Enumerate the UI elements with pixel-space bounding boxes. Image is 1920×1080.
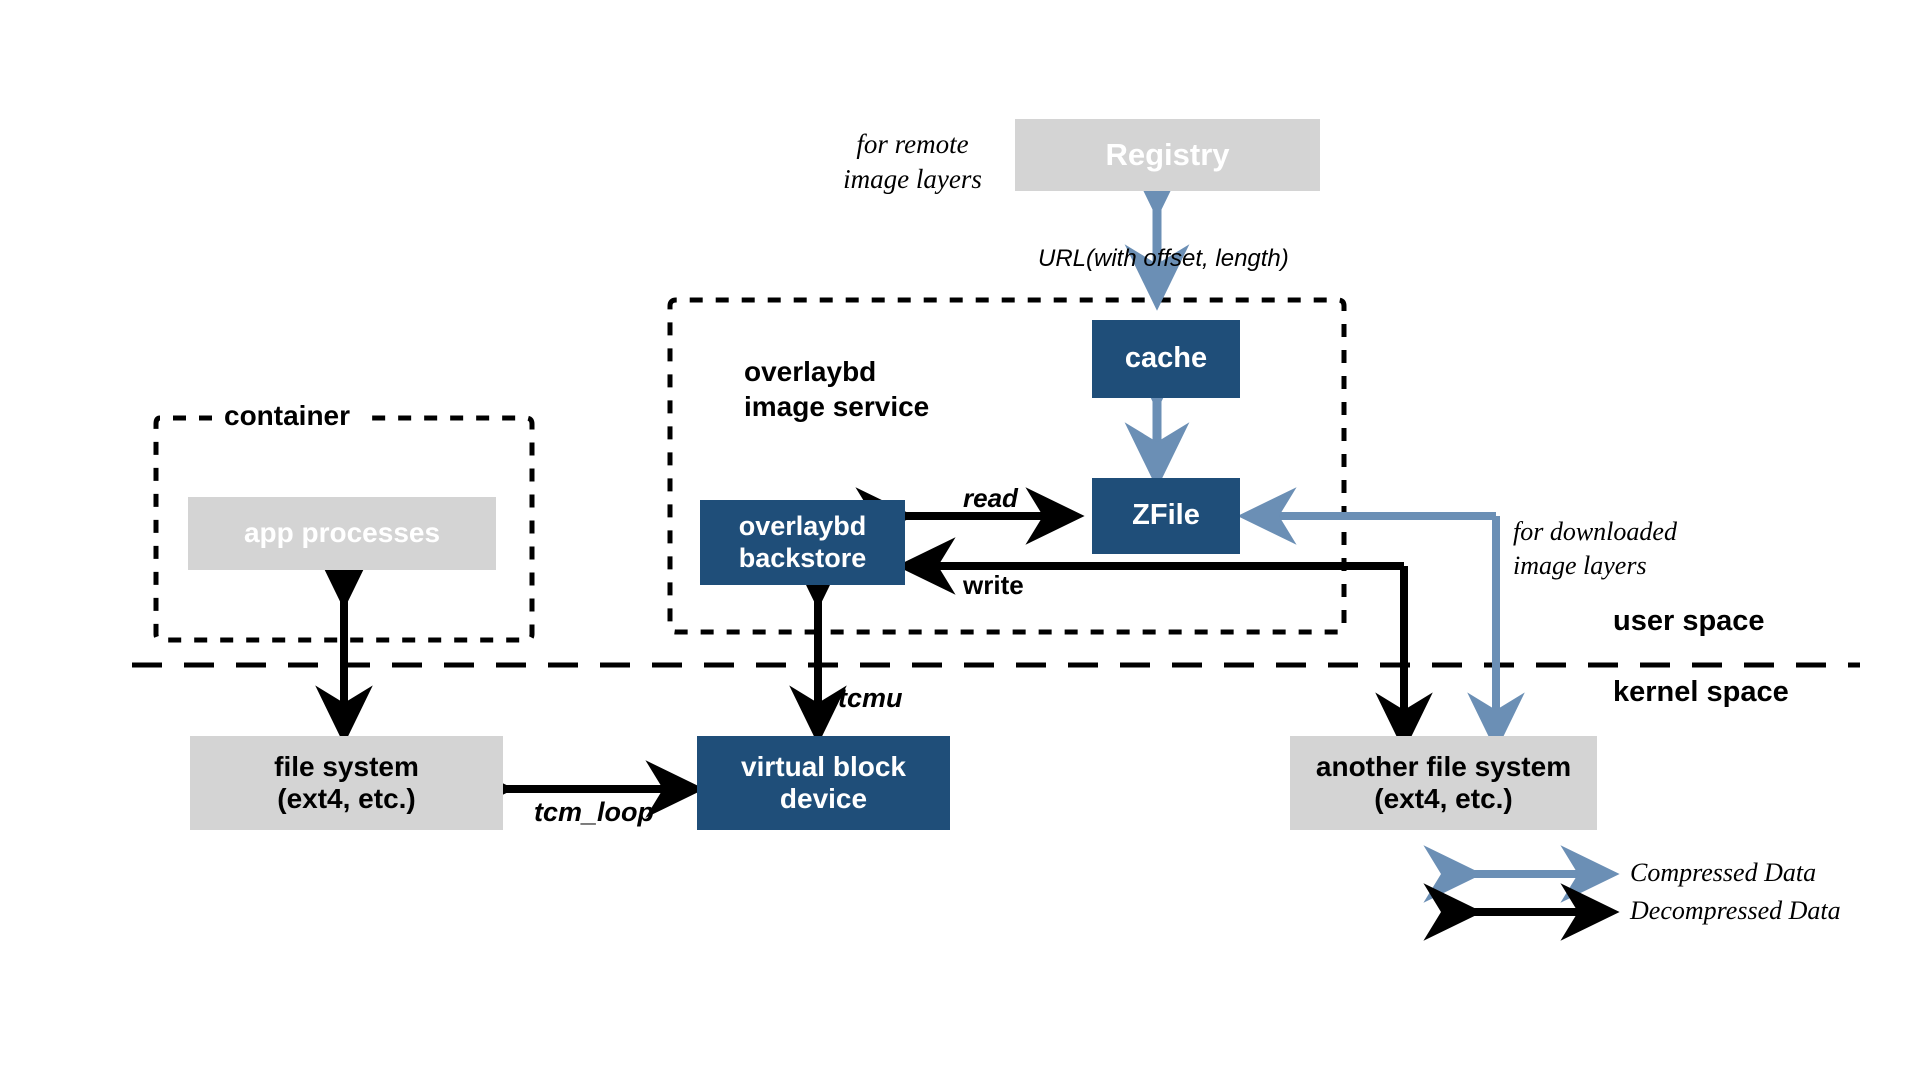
node-zfile-label: ZFile (1132, 499, 1200, 532)
overlaybd-service-group-label: overlaybd image service (744, 354, 929, 424)
label-user-space: user space (1613, 605, 1765, 638)
annotation-write-text: write (963, 570, 1024, 600)
legend-label-decompressed: Decompressed Data (1630, 896, 1841, 926)
arrow-downloaded-layers (1250, 512, 1500, 740)
label-user-space-text: user space (1613, 605, 1765, 637)
node-zfile[interactable]: ZFile (1092, 478, 1240, 554)
legend-label-compressed: Compressed Data (1630, 858, 1816, 888)
node-file-system-label-line1: file system (274, 750, 419, 782)
node-file-system-label-line2: (ext4, etc.) (277, 783, 416, 814)
node-cache[interactable]: cache (1092, 320, 1240, 398)
node-registry[interactable]: Registry (1015, 119, 1320, 191)
container-group-border (153, 415, 535, 643)
annotation-url-label-text: URL(with offset, length) (1038, 245, 1289, 272)
annotation-for-downloaded-line2: image layers (1513, 550, 1647, 580)
node-virtual-block-device-label-line1: virtual block (741, 750, 906, 782)
annotation-for-remote-image-layers: for remote image layers (820, 127, 1005, 197)
annotation-tcm-loop: tcm_loop (534, 797, 654, 828)
node-registry-label: Registry (1105, 137, 1230, 173)
node-virtual-block-device-label-line2: device (779, 783, 868, 814)
overlaybd-service-group-border (667, 297, 1347, 635)
node-another-file-system-label-line2: (ext4, etc.) (1374, 783, 1513, 814)
node-overlaybd-backstore-label-line2: backstore (738, 542, 867, 573)
legend-label-decompressed-text: Decompressed Data (1630, 896, 1841, 925)
node-cache-label: cache (1124, 342, 1208, 375)
annotation-read-text: read (963, 483, 1018, 513)
container-group-label-text: container (224, 400, 351, 431)
container-group-label: container (216, 400, 359, 432)
node-overlaybd-backstore-label-line1: overlaybd (738, 511, 867, 542)
legend-label-compressed-text: Compressed Data (1630, 858, 1817, 887)
annotation-read: read (963, 483, 1018, 514)
node-file-system[interactable]: file system (ext4, etc.) (190, 736, 503, 830)
node-virtual-block-device[interactable]: virtual block device (697, 736, 950, 830)
label-kernel-space: kernel space (1613, 676, 1789, 709)
node-another-file-system[interactable]: another file system (ext4, etc.) (1290, 736, 1597, 830)
annotation-tcm-loop-text: tcm_loop (534, 797, 655, 827)
annotation-for-downloaded-image-layers: for downloaded image layers (1513, 515, 1763, 583)
annotation-write: write (963, 570, 1024, 601)
annotation-tcmu: tcmu (838, 683, 903, 714)
label-kernel-space-text: kernel space (1613, 676, 1789, 708)
annotation-for-downloaded-line1: for downloaded (1513, 517, 1677, 546)
node-another-file-system-label-line1: another file system (1315, 750, 1572, 782)
annotation-for-remote-line2: image layers (843, 164, 982, 195)
overlaybd-service-group-label-line2: image service (744, 391, 930, 422)
annotation-for-remote-line1: for remote (856, 129, 969, 159)
node-app-processes-label: app processes (243, 517, 441, 549)
overlaybd-service-group-label-line1: overlaybd (744, 356, 877, 387)
node-app-processes[interactable]: app processes (188, 497, 496, 570)
annotation-tcmu-text: tcmu (838, 683, 903, 713)
node-overlaybd-backstore[interactable]: overlaybd backstore (700, 500, 905, 585)
annotation-url-offset-length: URL(with offset, length) (1038, 245, 1289, 273)
